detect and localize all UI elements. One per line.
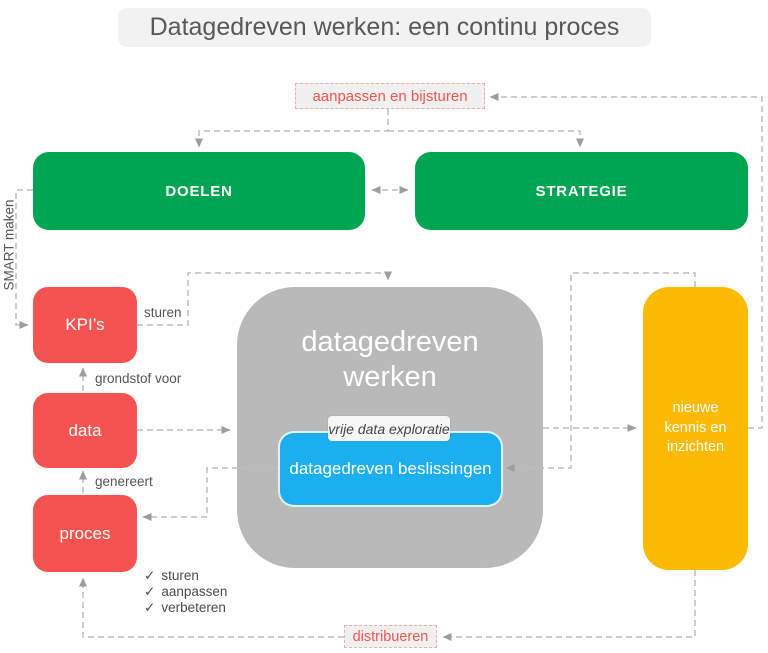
edge-doelen-to-kpis-smart-maken bbox=[15, 189, 33, 329]
check-icon: ✓ bbox=[144, 568, 156, 583]
check-icon: ✓ bbox=[144, 600, 156, 615]
node-data: data bbox=[33, 393, 137, 468]
edge-label-vrije-data-exploratie: vrije data exploratie bbox=[328, 416, 450, 441]
node-proces: proces bbox=[33, 495, 137, 572]
edge-label-aanpassen-en-bijsturen: aanpassen en bijsturen bbox=[295, 83, 485, 109]
edge-aanpassen-to-doelen bbox=[195, 109, 389, 148]
page-title: Datagedreven werken: een continu proces bbox=[118, 8, 651, 47]
edge-kennis-to-distribueren bbox=[442, 570, 696, 641]
edge-label-smart-maken: SMART maken bbox=[1, 199, 17, 291]
node-nieuwe-kennis-label: nieuwe kennis en inzichten bbox=[664, 400, 727, 456]
node-datagedreven-werken-label: datagedreven werken bbox=[301, 326, 479, 393]
checklist-item-label: aanpassen bbox=[161, 584, 228, 599]
checklist-item-label: verbeteren bbox=[161, 600, 226, 615]
edge-label-sturen: sturen bbox=[144, 305, 182, 320]
proces-checklist: ✓ sturen ✓ aanpassen ✓ verbeteren bbox=[144, 568, 227, 616]
edge-aanpassen-to-strategie bbox=[388, 130, 584, 148]
node-strategie: STRATEGIE bbox=[415, 152, 748, 230]
edge-label-grondstof-voor: grondstof voor bbox=[95, 371, 182, 386]
checklist-item: ✓ sturen bbox=[144, 568, 227, 584]
node-kpis: KPI’s bbox=[33, 287, 137, 363]
node-datagedreven-beslissingen: datagedreven beslissingen bbox=[278, 431, 503, 507]
checklist-item: ✓ verbeteren bbox=[144, 600, 227, 616]
node-doelen: DOELEN bbox=[33, 152, 365, 230]
checklist-item-label: sturen bbox=[161, 568, 199, 583]
edge-label-genereert: genereert bbox=[95, 474, 153, 489]
node-nieuwe-kennis-en-inzichten: nieuwe kennis en inzichten bbox=[643, 287, 748, 570]
check-icon: ✓ bbox=[144, 584, 156, 599]
checklist-item: ✓ aanpassen bbox=[144, 584, 227, 600]
edge-label-distribueren: distribueren bbox=[344, 625, 437, 648]
